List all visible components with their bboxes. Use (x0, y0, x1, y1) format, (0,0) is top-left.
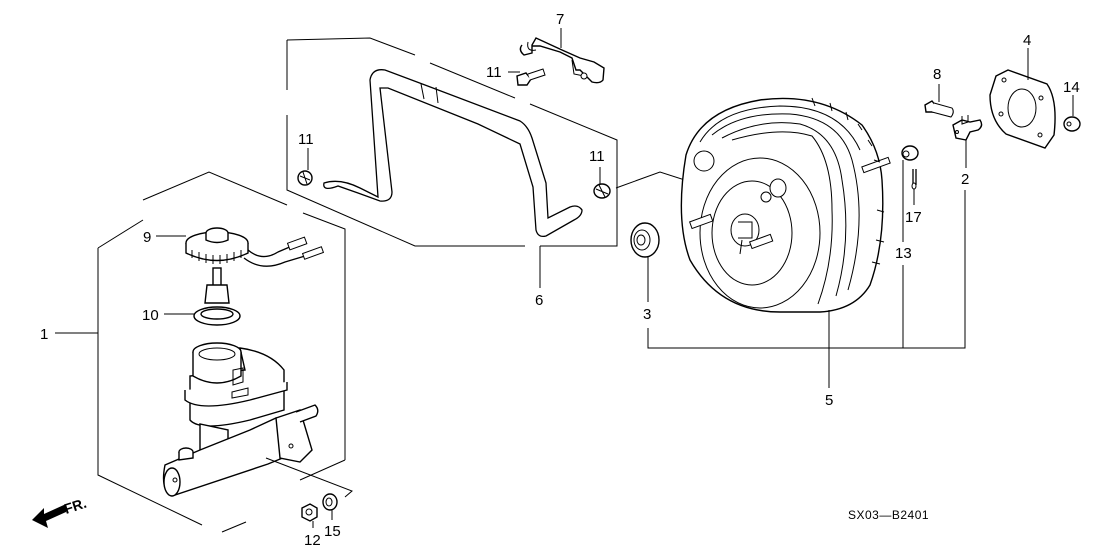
callout-1[interactable]: 1 (40, 326, 98, 343)
reservoir-seal-ring-part[interactable] (193, 306, 241, 326)
callout-16[interactable]: 15 (324, 510, 341, 540)
gasket-plate-4-part[interactable] (989, 69, 1056, 149)
callout-label: 5 (825, 392, 833, 409)
callout-label: 7 (556, 11, 564, 28)
seal-3-part[interactable] (630, 222, 660, 258)
callout-label: 14 (1063, 79, 1080, 96)
callout-11a[interactable]: 11 (298, 131, 314, 170)
callout-14[interactable]: 13 (895, 160, 912, 262)
flange-bolt-12-part[interactable] (516, 68, 546, 86)
callout-label: 10 (142, 307, 159, 324)
callout-label: 8 (933, 66, 941, 83)
callout-5[interactable]: 5 (825, 310, 833, 409)
callout-label: 11 (589, 148, 605, 165)
callout-label: 3 (643, 306, 651, 323)
front-arrow-icon (32, 504, 66, 528)
leader-line (265, 457, 353, 498)
callout-9[interactable]: 9 (143, 229, 186, 246)
callout-7[interactable]: 7 (556, 11, 564, 48)
callout-label: 11 (486, 64, 502, 81)
master-cylinder-body-part[interactable] (162, 342, 319, 497)
hose-clamp-bracket-part[interactable] (519, 37, 605, 84)
vacuum-hose-group-frame (286, 37, 618, 247)
diagram-code: SX03—B2401 (848, 508, 929, 522)
callout-12[interactable]: 11 (486, 64, 520, 81)
callout-label: 4 (1023, 32, 1031, 49)
hose-clip-11a-part[interactable] (297, 170, 313, 186)
callout-3[interactable]: 3 (643, 257, 651, 323)
callout-label: 13 (895, 245, 912, 262)
callout-2[interactable]: 2 (961, 140, 969, 188)
callout-label: 11 (298, 131, 314, 148)
callout-10[interactable]: 10 (142, 307, 194, 324)
callout-4[interactable]: 4 (1023, 32, 1031, 80)
callout-label: 1 (40, 326, 48, 343)
master-cylinder-group-frame (97, 171, 346, 533)
callout-label: 9 (143, 229, 151, 246)
hose-clip-11b-part[interactable] (593, 183, 611, 199)
callout-label: 15 (324, 523, 341, 540)
callout-6[interactable]: 6 (535, 246, 543, 309)
yoke-joint-2-part[interactable] (952, 115, 983, 141)
callout-8[interactable]: 8 (933, 66, 941, 102)
front-direction-indicator: FR. (32, 495, 88, 528)
callout-label: 17 (905, 209, 922, 226)
direction-label: FR. (62, 495, 88, 517)
callout-13[interactable]: 12 (304, 521, 321, 549)
group-bracket-line (647, 190, 966, 349)
flange-nut-13-part[interactable] (301, 503, 318, 522)
callout-15[interactable]: 14 (1063, 79, 1080, 116)
reservoir-cap-part[interactable] (185, 227, 325, 304)
callout-label: 6 (535, 292, 543, 309)
o-ring-16-part[interactable] (322, 493, 338, 511)
cotter-pin-17-part[interactable] (911, 169, 917, 190)
flange-nut-14-part[interactable] (901, 145, 919, 161)
flange-nut-15-part[interactable] (1063, 116, 1081, 132)
callout-17[interactable]: 17 (905, 189, 922, 226)
callout-label: 2 (961, 171, 969, 188)
callout-label: 12 (304, 532, 321, 549)
pin-8-part[interactable] (924, 100, 954, 118)
callout-11b[interactable]: 11 (589, 148, 605, 184)
brake-booster-part[interactable] (680, 97, 891, 313)
vacuum-hose-part[interactable] (323, 69, 583, 238)
